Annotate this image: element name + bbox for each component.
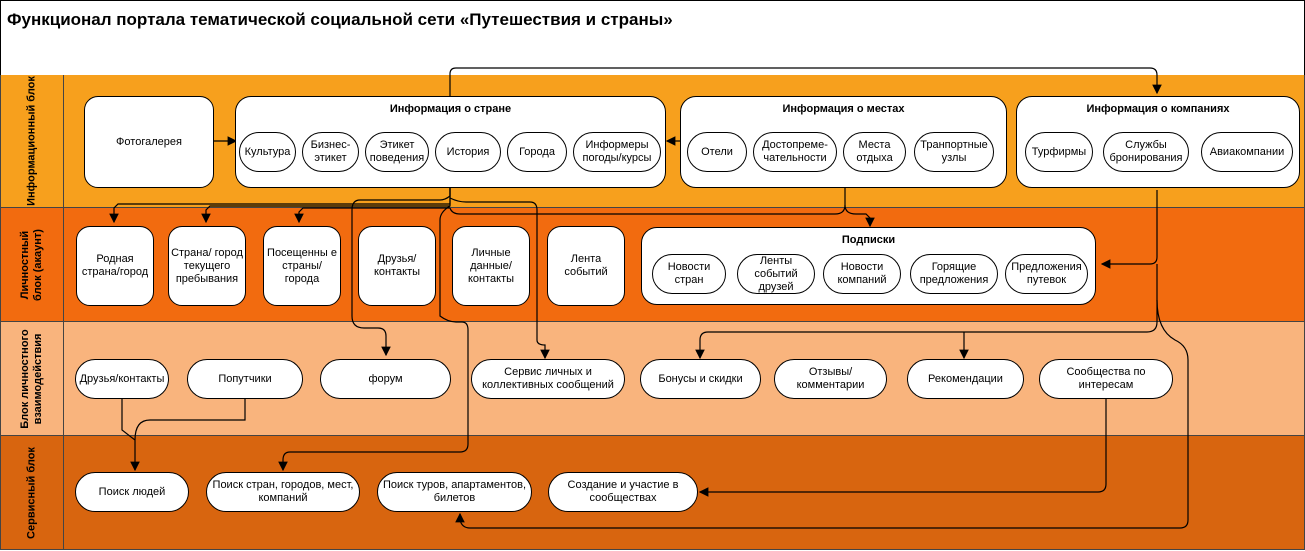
country-item-behavior-etiquette[interactable]: Этикет поведения bbox=[365, 132, 429, 172]
band-info-label: Информационный блок bbox=[25, 76, 38, 206]
blank-header-row bbox=[0, 39, 1305, 76]
visited-countries-box[interactable]: Посещенны е страны/ города bbox=[263, 226, 341, 306]
places-item-rest-places[interactable]: Места отдыха bbox=[843, 132, 906, 172]
band-service-label-cell: Сервисный блок bbox=[1, 436, 64, 549]
interaction-communities[interactable]: Сообщества по интересам bbox=[1039, 359, 1173, 399]
interaction-reviews[interactable]: Отзывы/ комментарии bbox=[774, 359, 887, 399]
interaction-companions[interactable]: Попутчики bbox=[187, 359, 303, 399]
companies-item-tour-firms[interactable]: Турфирмы bbox=[1025, 132, 1093, 172]
interaction-recommendations[interactable]: Рекомендации bbox=[907, 359, 1024, 399]
country-item-culture[interactable]: Культура bbox=[239, 132, 296, 172]
country-item-business-etiquette[interactable]: Бизнес-этикет bbox=[302, 132, 359, 172]
companies-item-airlines[interactable]: Авиакомпании bbox=[1201, 132, 1293, 172]
band-personal-label-cell: Личностный блок (акаунт) bbox=[1, 208, 64, 321]
subs-item-country-news[interactable]: Новости стран bbox=[652, 254, 726, 294]
interaction-friends[interactable]: Друзья/контакты bbox=[75, 359, 169, 399]
places-item-sights[interactable]: Достопреме-чательности bbox=[753, 132, 837, 172]
title-bar: Функционал портала тематической социальн… bbox=[0, 0, 1305, 40]
places-item-hotels[interactable]: Отели bbox=[687, 132, 747, 172]
places-item-transport[interactable]: Транпортные узлы bbox=[914, 132, 994, 172]
service-find-tours[interactable]: Поиск туров, апартаментов, билетов bbox=[377, 472, 532, 512]
country-info-title: Информация о стране bbox=[389, 103, 512, 115]
personal-data-box[interactable]: Личные данные/ контакты bbox=[452, 226, 530, 306]
home-country-box[interactable]: Родная страна/город bbox=[76, 226, 154, 306]
subs-item-tour-offers[interactable]: Предложения путевок bbox=[1005, 254, 1088, 294]
band-personal-label: Личностный блок (акаунт) bbox=[19, 228, 44, 301]
subs-item-friends-feeds[interactable]: Ленты событий друзей bbox=[737, 254, 815, 294]
event-feed-box[interactable]: Лента событий bbox=[547, 226, 625, 306]
interaction-bonuses[interactable]: Бонусы и скидки bbox=[640, 359, 761, 399]
subs-item-hot-offers[interactable]: Горящие предложения bbox=[910, 254, 998, 294]
band-interaction-label-cell: Блок личностного взаимодействия bbox=[1, 322, 64, 435]
friends-contacts-box[interactable]: Друзья/ контакты bbox=[358, 226, 436, 306]
band-service-label: Сервисный блок bbox=[25, 446, 38, 539]
country-item-history[interactable]: История bbox=[435, 132, 501, 172]
band-info-label-cell: Информационный блок bbox=[1, 75, 64, 207]
interaction-forum[interactable]: форум bbox=[320, 359, 451, 399]
companies-item-booking[interactable]: Службы бронирования bbox=[1103, 132, 1189, 172]
current-country-box[interactable]: Страна/ город текущего пребывания bbox=[168, 226, 246, 306]
service-find-people[interactable]: Поиск людей bbox=[75, 472, 189, 512]
service-find-places[interactable]: Поиск стран, городов, мест, компаний bbox=[206, 472, 360, 512]
photo-gallery-box[interactable]: Фотогалерея bbox=[84, 96, 214, 188]
interaction-messages[interactable]: Сервис личных и коллективных сообщений bbox=[471, 359, 625, 399]
service-create-communities[interactable]: Создание и участие в сообществах bbox=[548, 472, 698, 512]
band-interaction-label: Блок личностного взаимодействия bbox=[19, 328, 44, 429]
places-info-title: Информация о местах bbox=[782, 103, 905, 115]
subscriptions-title: Подписки bbox=[841, 234, 896, 246]
country-item-informers[interactable]: Информеры погоды/курсы bbox=[573, 132, 661, 172]
subs-item-company-news[interactable]: Новости компаний bbox=[823, 254, 901, 294]
companies-info-title: Информация о компаниях bbox=[1086, 103, 1230, 115]
country-item-cities[interactable]: Города bbox=[507, 132, 567, 172]
page-title: Функционал портала тематической социальн… bbox=[7, 10, 673, 29]
